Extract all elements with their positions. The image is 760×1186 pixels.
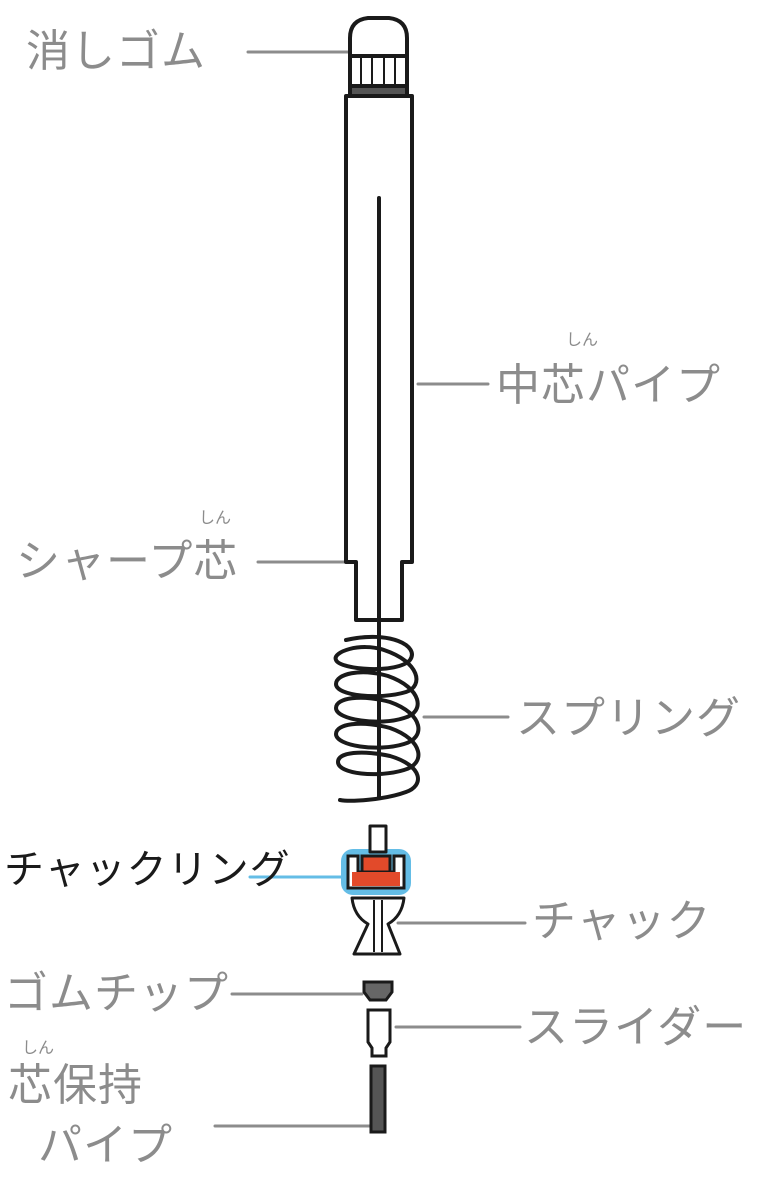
rubber-tip (362, 980, 394, 1002)
slider-label: スライダー (524, 1002, 748, 1053)
eraser-cap (348, 16, 409, 58)
chuck-ring-body (360, 854, 392, 874)
chuck-label: チャック (532, 896, 712, 947)
spring-coil (333, 634, 421, 803)
rubber-tip-label: ゴムチップ (4, 968, 229, 1019)
chuck-ring-label: チャックリング (4, 847, 291, 893)
lead-holder-pipe (369, 1064, 387, 1134)
eraser-knurl (348, 54, 409, 88)
lead-holder-label-line2: パイプ (38, 1120, 173, 1171)
center-pipe-label: 中芯パイプ (496, 360, 721, 411)
lead-holder-label-line1: 芯保持 (8, 1060, 143, 1111)
slider (366, 1008, 392, 1058)
lead-holder-ruby: しん (22, 1038, 55, 1057)
chuck-body (350, 896, 406, 956)
spring-label: スプリング (516, 693, 741, 744)
center-pipe-ruby: しん (566, 330, 599, 349)
lead-label: シャープ芯 (16, 536, 239, 587)
eraser-label: 消しゴム (26, 26, 206, 77)
lead-ruby: しん (199, 508, 232, 527)
chuck-stem (368, 824, 388, 854)
